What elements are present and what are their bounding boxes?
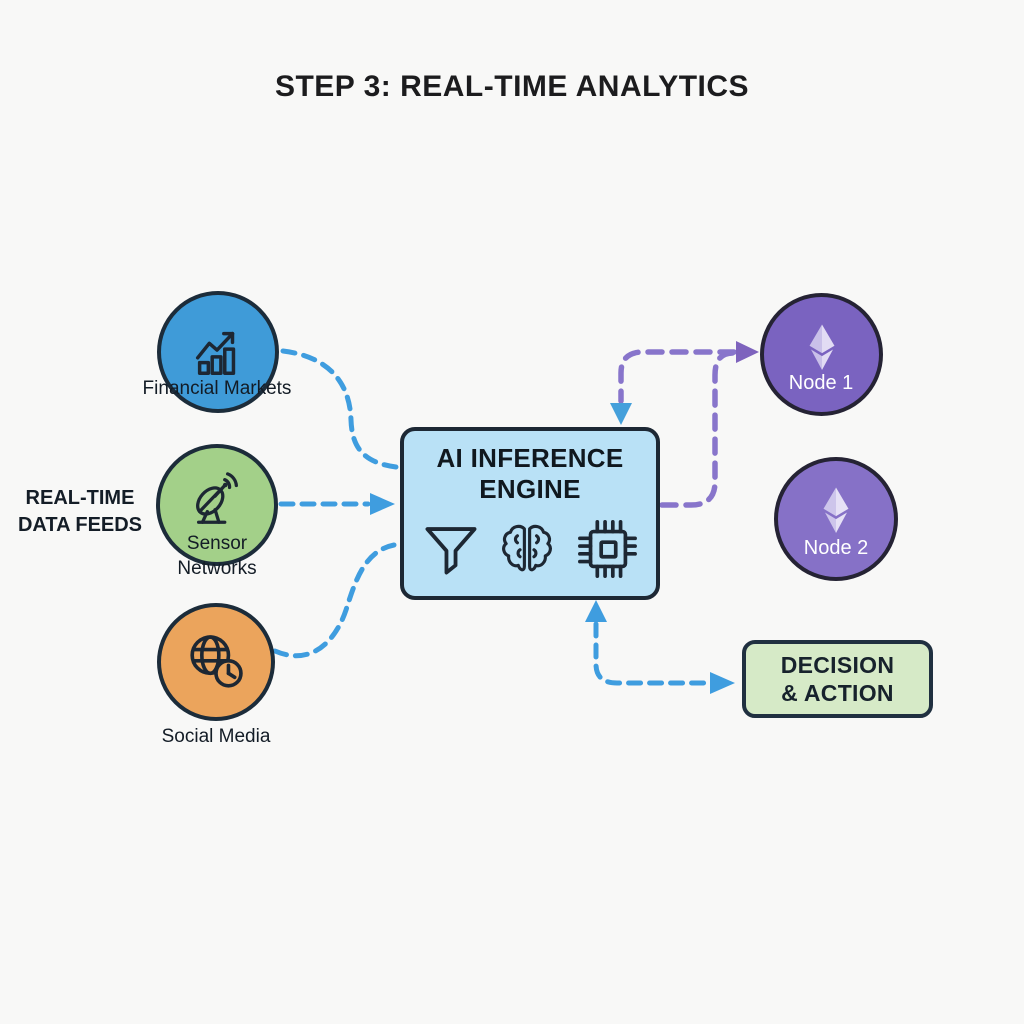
financial-markets-circle xyxy=(157,291,279,413)
node-2-circle xyxy=(774,457,898,581)
ethereum-icon xyxy=(814,476,858,546)
satellite-dish-icon xyxy=(188,471,246,529)
financial-markets-label: Financial Markets xyxy=(142,378,292,399)
decision-label-line2: & ACTION xyxy=(781,680,894,706)
decision-arrowhead xyxy=(710,672,735,694)
sensor-networks-label: Sensor Networks xyxy=(117,531,317,581)
node-1-label: Node 1 xyxy=(788,372,854,394)
engine-up-arrowhead xyxy=(585,600,607,622)
node1-feedback-connector xyxy=(618,349,737,404)
sensor-label-line1: Sensor xyxy=(186,533,248,554)
sensor-label-line2: Networks xyxy=(177,558,257,579)
social-media-label: Social Media xyxy=(161,726,271,747)
data-feeds-label-line2: DATA FEEDS xyxy=(17,514,143,536)
decision-label-line1: DECISION xyxy=(780,652,895,678)
ai-inference-engine-title: AI INFERENCE ENGINE xyxy=(400,443,660,505)
engine-to-node1-connector xyxy=(659,350,736,508)
chip-icon xyxy=(576,516,638,582)
node1-arrowhead xyxy=(736,341,759,363)
funnel-icon xyxy=(422,518,480,580)
engine-title-line1: AI INFERENCE xyxy=(436,443,624,473)
data-feeds-group-label: REAL-TIME DATA FEEDS xyxy=(6,485,154,539)
social-media-circle xyxy=(157,603,275,721)
decision-action-box: DECISION & ACTION xyxy=(742,640,933,718)
sensor-arrowhead xyxy=(370,493,395,515)
sensor-networks-circle xyxy=(156,444,278,566)
ai-inference-engine-box xyxy=(400,427,660,600)
page-title: STEP 3: REAL-TIME ANALYTICS xyxy=(274,70,750,103)
ethereum-icon xyxy=(800,312,844,384)
node-1-circle xyxy=(760,293,883,416)
brain-icon xyxy=(499,521,555,575)
node-2-label: Node 2 xyxy=(803,537,869,559)
engine-down-arrowhead xyxy=(610,403,632,425)
engine-title-line2: ENGINE xyxy=(479,474,581,504)
trend-bar-chart-icon xyxy=(189,323,247,381)
globe-clock-icon xyxy=(182,628,250,696)
data-feeds-label-line1: REAL-TIME xyxy=(25,487,135,509)
financial-to-engine-connector xyxy=(280,348,399,470)
engine-to-decision-connector xyxy=(593,621,711,686)
